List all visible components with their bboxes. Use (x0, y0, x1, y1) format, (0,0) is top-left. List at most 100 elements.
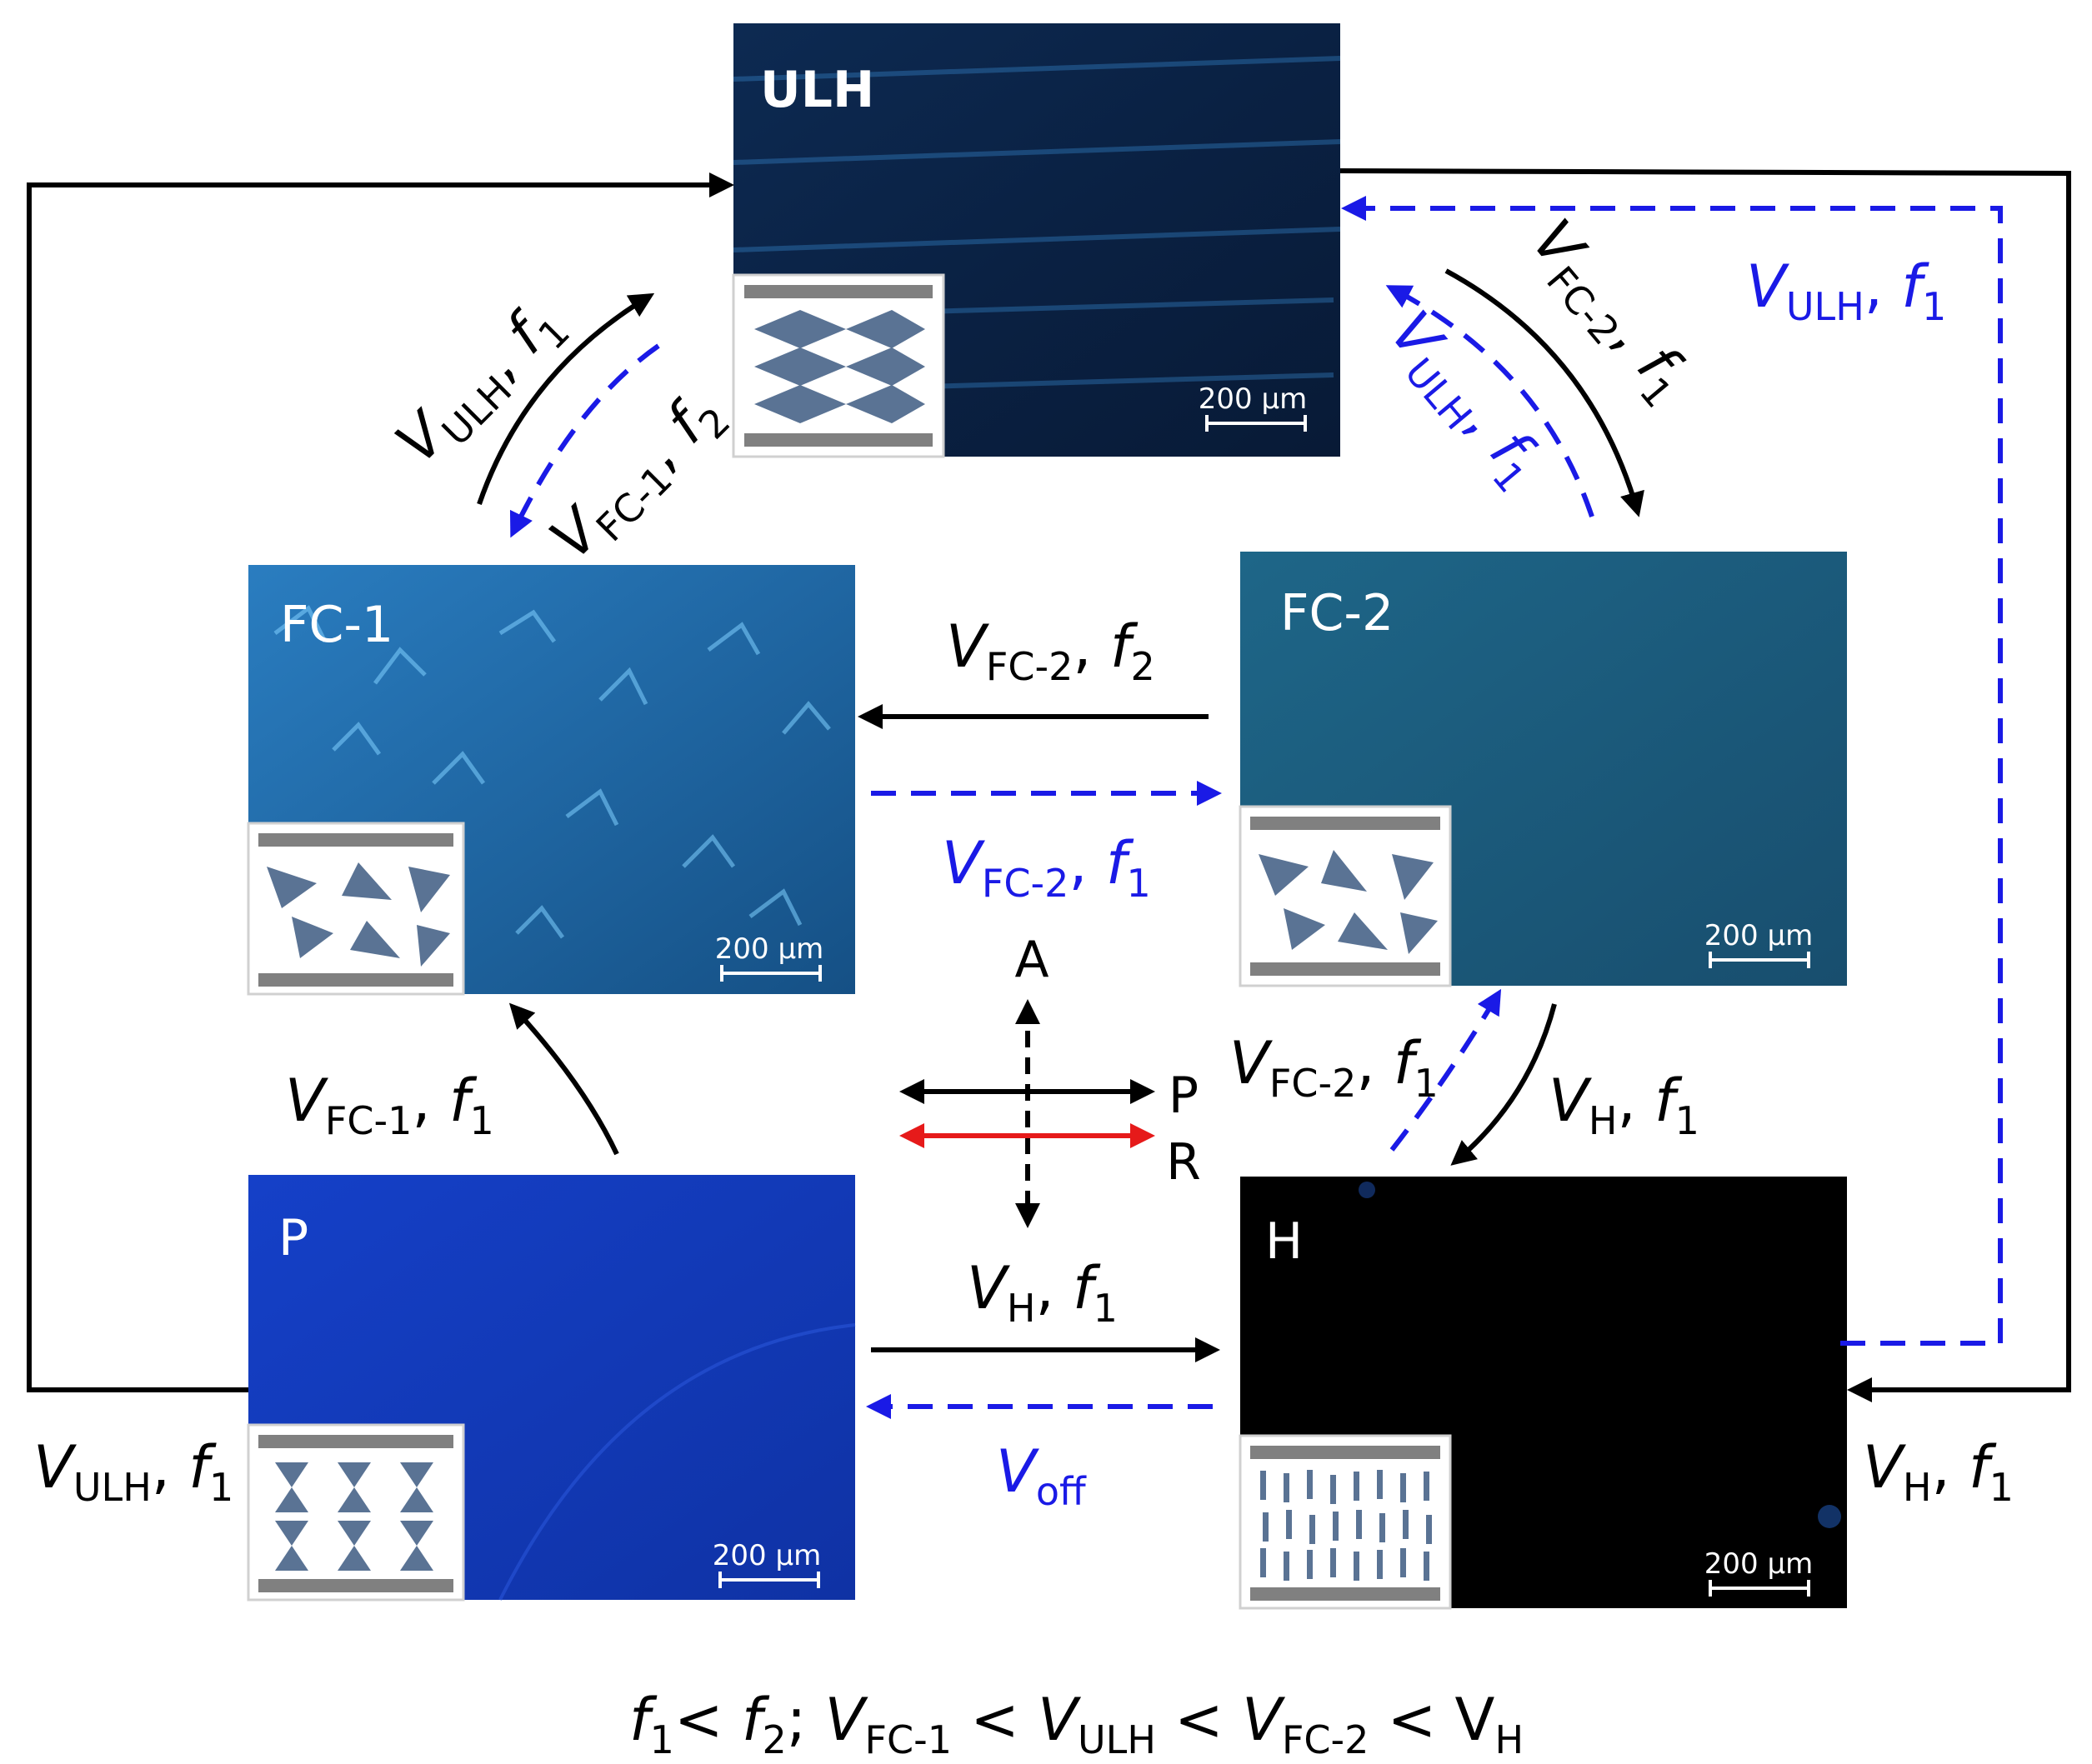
polarizer-label: P (1169, 1067, 1199, 1125)
label-segment: ; (787, 1686, 825, 1754)
label-segment: ULH (1786, 284, 1864, 329)
arrow-fc2-to-ulh (1385, 285, 1594, 517)
label-ulh-to-h: VH, f1 (1863, 1433, 2014, 1510)
label-segment: V (825, 1686, 868, 1754)
label-segment: FC-2 (982, 861, 1069, 906)
polarizer-axes: A P R (899, 931, 1201, 1228)
panel-fc1: FC-1 200 μm (247, 565, 855, 996)
label-segment: V (1229, 1029, 1273, 1097)
scale-bar-label-h: 200 μm (1704, 1547, 1813, 1581)
focal-conic-2-structure-icon (1239, 805, 1452, 987)
label-segment: FC-1 (865, 1717, 952, 1762)
arrow-ulh-to-fc2 (1444, 268, 1644, 517)
label-segment: , (412, 1067, 449, 1135)
focal-conic-1-structure-icon (247, 822, 465, 996)
panel-ulh: ULH 200 μm (732, 23, 1341, 458)
label-segment: , (1931, 1433, 1969, 1502)
label-segment: V (1549, 1067, 1592, 1135)
arrow-fc2-to-h (1450, 1003, 1557, 1166)
label-segment: off (1036, 1469, 1087, 1514)
label-p-to-fc1: VFC-1, f1 (285, 1067, 494, 1143)
homeotropic-structure-icon (1239, 1434, 1452, 1610)
condition-caption: f1< f2; VFC-1 < VULH < VFC-2 < VH (629, 1686, 1524, 1762)
arrow-fc1-to-ulh (477, 292, 655, 505)
label-segment: < (1156, 1686, 1242, 1754)
label-segment: V (1038, 1686, 1081, 1754)
label-segment: H (1903, 1465, 1932, 1510)
label-fc2-to-fc1: VFC-2, f2 (946, 612, 1155, 689)
label-segment: 1 (1414, 1061, 1439, 1106)
panel-fc2: FC-2 200 μm (1239, 552, 1847, 987)
label-segment: V (996, 1437, 1039, 1506)
label-segment: , (1864, 252, 1902, 321)
arrow-p-to-ulh (27, 172, 734, 1392)
arrow-p-to-fc1 (508, 1002, 619, 1156)
scale-bar-label-fc2: 200 μm (1704, 919, 1813, 952)
rubbing-label: R (1166, 1133, 1201, 1192)
analyzer-label: A (1014, 931, 1049, 989)
label-segment: FC-2 (1269, 1061, 1356, 1106)
label-segment: V (1746, 252, 1789, 321)
label-segment: 1 (1989, 1465, 2014, 1510)
label-segment: V (285, 1067, 328, 1135)
label-h-to-fc2: VFC-2, f1 (1229, 1029, 1439, 1106)
label-h-to-ulh: VULH, f1 (1746, 252, 1946, 329)
label-segment: 1 (1127, 861, 1151, 906)
label-segment: V (942, 829, 985, 897)
label-segment: 1 (1094, 1286, 1118, 1331)
panel-h: H 200 μm (1239, 1177, 1847, 1610)
label-segment: FC-1 (325, 1098, 412, 1143)
label-segment: V (1242, 1686, 1285, 1754)
label-ulh-to-fc2: VFC-2, f1 (1512, 207, 1705, 416)
label-segment: , (1069, 829, 1106, 897)
label-segment: 1 (1922, 284, 1946, 329)
label-segment: ULH (73, 1465, 152, 1510)
label-segment: FC-2 (1282, 1717, 1369, 1762)
label-segment: V (33, 1433, 77, 1502)
label-segment: H (1494, 1717, 1524, 1762)
panel-label-ulh: ULH (760, 61, 874, 119)
panel-p: P 200 μm (247, 1175, 856, 1602)
label-segment: FC-2 (986, 644, 1073, 689)
label-p-to-h: VH, f1 (967, 1254, 1118, 1331)
panel-label-h: H (1265, 1212, 1303, 1271)
scale-bar-p (718, 1572, 820, 1588)
label-segment: , (1356, 1029, 1394, 1097)
label-fc1-to-ulh: VULH, f1 (383, 287, 578, 482)
label-segment: H (1589, 1098, 1618, 1143)
label-segment: < (674, 1686, 742, 1754)
label-segment: 2 (763, 1717, 787, 1762)
label-segment: V (946, 612, 989, 681)
label-segment: , (1035, 1254, 1073, 1322)
arrow-ulh-to-h (1339, 168, 2071, 1402)
label-segment: 2 (1131, 644, 1155, 689)
panel-label-fc2: FC-2 (1280, 584, 1394, 642)
arrow-h-to-fc2 (1389, 988, 1502, 1152)
label-segment: 1 (470, 1098, 494, 1143)
label-segment: , (152, 1433, 189, 1502)
scale-bar-fc1 (720, 965, 822, 982)
panel-label-p: P (278, 1209, 308, 1267)
scale-bar-label-ulh: 200 μm (1199, 382, 1307, 416)
label-fc2-to-h: VH, f1 (1549, 1067, 1699, 1143)
label-segment: < V (1369, 1686, 1494, 1754)
label-p-to-ulh: VULH, f1 (33, 1433, 233, 1510)
label-segment: 1 (209, 1465, 233, 1510)
label-segment: , (1073, 612, 1110, 681)
scale-bar-fc2 (1709, 952, 1810, 968)
label-segment: 1 (1675, 1098, 1699, 1143)
planar-structure-icon (247, 1423, 465, 1602)
label-segment: V (967, 1254, 1010, 1322)
label-segment: ULH (1078, 1717, 1156, 1762)
arrow-h-to-ulh (1341, 196, 2003, 1346)
scale-bar-h (1709, 1580, 1810, 1597)
label-h-to-p: Voff (996, 1437, 1087, 1514)
label-segment: < (952, 1686, 1038, 1754)
lying-helix-structure-icon (732, 273, 945, 458)
scale-bar-ulh (1205, 415, 1307, 432)
scale-bar-label-p: 200 μm (713, 1539, 821, 1572)
scale-bar-label-fc1: 200 μm (715, 932, 823, 966)
label-segment: H (1007, 1286, 1036, 1331)
